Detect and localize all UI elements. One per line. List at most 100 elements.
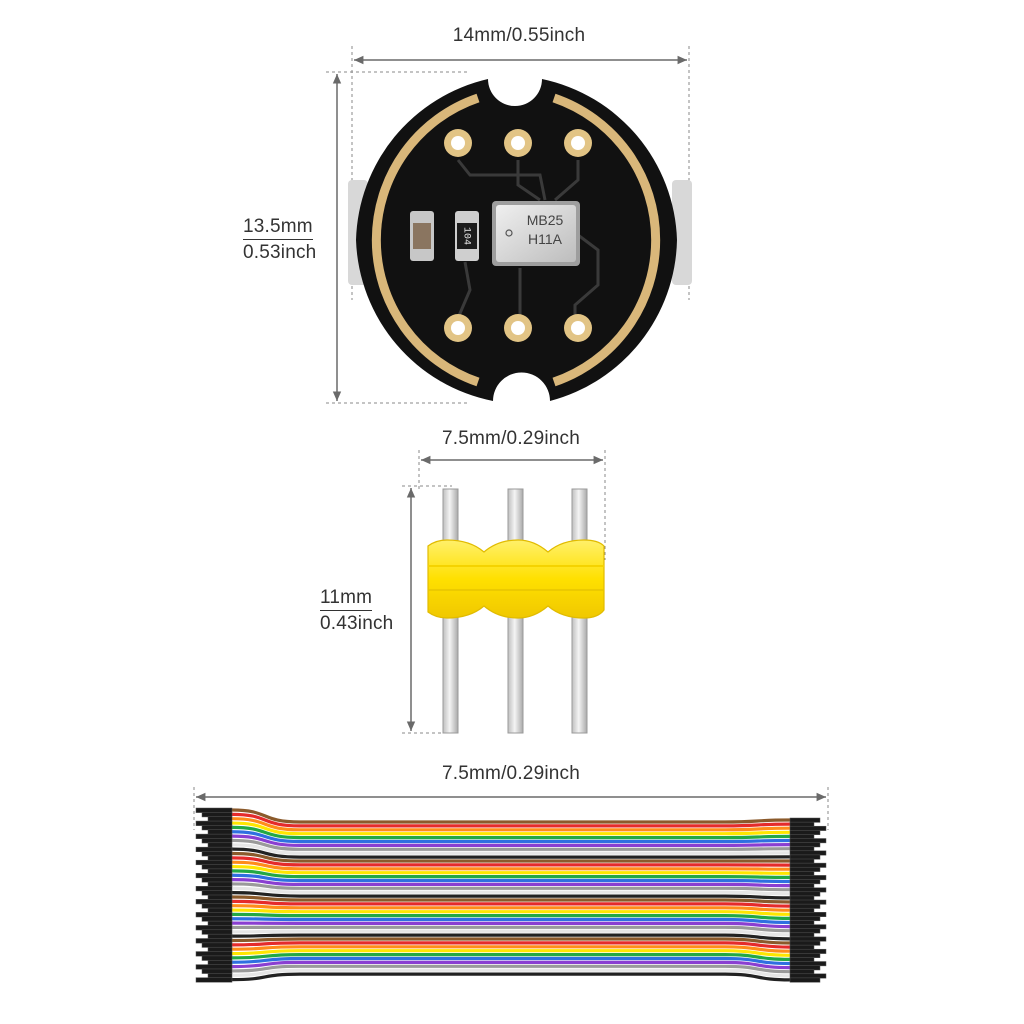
- female-connector: [789, 858, 815, 864]
- pcb-traces: [456, 159, 600, 320]
- female-connector: [207, 973, 233, 979]
- cable-wires: [231, 808, 791, 982]
- right-connector-housings: [789, 817, 827, 983]
- female-connector: [789, 850, 827, 856]
- cable-width-label: 7.5mm/0.29inch: [442, 763, 580, 784]
- female-connector: [207, 829, 233, 835]
- female-connector: [201, 864, 233, 870]
- female-connector: [789, 895, 815, 901]
- female-connector: [789, 940, 821, 946]
- cable-wire: [231, 817, 791, 832]
- cable-wire: [231, 899, 791, 908]
- female-connector: [195, 938, 233, 944]
- female-connector: [207, 960, 233, 966]
- female-connector: [207, 920, 233, 926]
- female-connector: [789, 899, 827, 905]
- left-connector-housings: [195, 807, 233, 983]
- female-connector: [207, 816, 233, 822]
- female-connector: [207, 907, 233, 913]
- female-connector: [201, 838, 233, 844]
- female-connector: [789, 838, 827, 844]
- female-connector: [789, 953, 821, 958]
- pin-header: [402, 450, 606, 734]
- microphone-board: 104 MB25 H11A: [326, 46, 692, 404]
- cable-wire: [231, 929, 791, 937]
- cable-wire: [231, 864, 791, 875]
- cable-wire: [231, 925, 791, 933]
- resistor-label: 104: [460, 227, 471, 245]
- female-connector: [201, 968, 233, 974]
- female-connector: [201, 890, 233, 896]
- female-connector: [789, 920, 815, 926]
- cable-wire: [231, 851, 790, 863]
- female-connector: [195, 977, 233, 983]
- board-height-inch: 0.53inch: [243, 242, 317, 263]
- solder-pads-top: [444, 129, 592, 157]
- cable-wire: [231, 956, 791, 966]
- cable-wire: [231, 886, 791, 896]
- female-connector: [789, 834, 815, 840]
- female-connector: [195, 807, 233, 813]
- female-connector: [789, 821, 815, 827]
- board-height-label: 13.5mm 0.53inch: [243, 216, 316, 264]
- cable-wire: [231, 972, 791, 982]
- female-connector: [789, 846, 815, 852]
- header-plastic-body: [427, 539, 605, 619]
- female-connector: [789, 830, 821, 835]
- cable-wire: [231, 953, 791, 961]
- cable-wire: [231, 937, 791, 945]
- solder-pads-bottom: [444, 314, 592, 342]
- female-connector: [207, 894, 233, 900]
- header-width-dimension: [418, 450, 606, 560]
- cable-wire: [231, 873, 791, 884]
- cable-wire: [231, 912, 791, 920]
- female-connector: [789, 916, 821, 922]
- header-width-label: 7.5mm/0.29inch: [442, 428, 580, 449]
- header-height-label: 11mm 0.43inch: [320, 587, 393, 635]
- female-connector: [195, 925, 233, 931]
- cable-wire: [231, 882, 791, 892]
- cable-wire: [231, 856, 791, 867]
- board-height-mm: 13.5mm: [243, 216, 313, 240]
- cable-wire: [231, 917, 791, 925]
- female-connector: [789, 862, 827, 868]
- board-width-label: 14mm/0.55inch: [452, 25, 586, 46]
- female-connector: [201, 916, 233, 922]
- female-connector: [789, 932, 815, 938]
- cable-wire: [231, 933, 791, 941]
- female-connector: [195, 833, 233, 839]
- female-connector: [201, 812, 233, 818]
- cable-wire: [231, 949, 791, 957]
- female-connector: [789, 912, 827, 917]
- female-connector: [789, 924, 827, 930]
- cable-wire: [231, 964, 791, 974]
- header-height-mm: 11mm: [320, 587, 373, 611]
- female-connector: [201, 955, 233, 961]
- cable-wire: [231, 921, 791, 929]
- capacitor-component: [410, 211, 434, 261]
- cable-wire: [231, 847, 791, 859]
- cable-wire: [231, 860, 791, 871]
- jumper-cable-bundle: [193, 787, 829, 983]
- board-side-tab-right: [672, 180, 692, 285]
- female-connector: [207, 842, 233, 848]
- female-connector: [207, 855, 233, 861]
- cable-wire: [231, 945, 791, 953]
- female-connector: [789, 866, 821, 872]
- cable-wire: [231, 825, 791, 840]
- resistor-component: 104: [455, 211, 479, 261]
- cable-width-dimension: [193, 787, 829, 830]
- female-connector: [207, 868, 233, 874]
- gold-ring-right: [552, 93, 661, 387]
- header-height-dimension: [402, 485, 452, 734]
- female-connector: [201, 942, 233, 948]
- cable-wire: [231, 812, 791, 828]
- female-connector: [201, 903, 233, 909]
- female-connector: [195, 859, 233, 866]
- cable-wire: [231, 895, 791, 904]
- female-connector: [207, 881, 233, 887]
- female-connector: [789, 928, 821, 934]
- female-connector: [789, 965, 821, 971]
- female-connector: [201, 877, 233, 883]
- cable-wire: [231, 908, 791, 916]
